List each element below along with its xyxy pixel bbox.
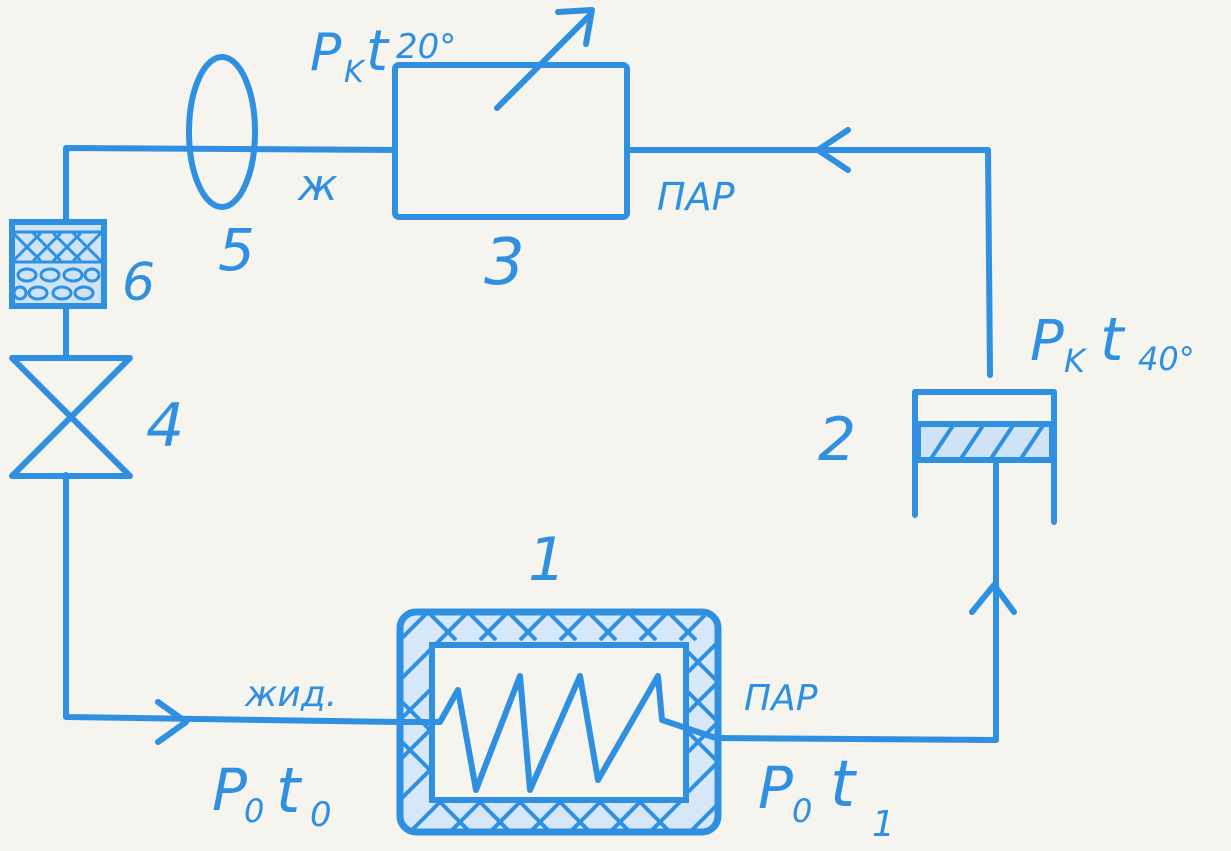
insulation-hatch [398,610,720,834]
compressor [912,389,1057,525]
state-compressor-outlet-temp: 40° [1138,340,1195,378]
evaporator [396,608,722,836]
state-evaporator-outlet-p-sub: 0 [792,792,812,830]
number-condenser: 3 [484,226,525,300]
label-vapor-bottom: ПAP [744,678,818,719]
filter-pellets [12,267,101,301]
receiver-vessel [186,54,258,210]
heat-out-arrowhead [555,7,595,47]
filter-drier [9,219,107,309]
filter-mesh [10,230,106,264]
state-evaporator-inlet-t-sub: 0 [310,795,332,835]
state-evaporator-outlet-p: P [758,754,793,822]
pipe-bottom-right [713,457,999,743]
label-liquid-top: ж [297,160,338,211]
state-compressor-outlet-p: P [1030,309,1064,374]
number-filter-drier: 6 [122,253,155,313]
arrow-up-right [969,582,1017,615]
state-evaporator-inlet-p: P [212,756,247,824]
number-evaporator: 1 [528,525,566,595]
pipe-top-right [625,147,993,378]
number-compressor: 2 [818,405,856,475]
state-condenser-inlet-p-sub: K [344,55,366,90]
state-evaporator-inlet-p-sub: 0 [244,792,264,830]
heat-out-arrow [494,12,593,111]
label-vapor-top: ПAP [657,175,735,219]
labels: P K t 20° ж жид. ПAP ПAP 1 2 3 4 5 6 P K… [122,19,1195,845]
arrow-left-top [815,127,851,173]
state-compressor-outlet-t: t [1100,305,1126,375]
state-condenser-inlet-p: P [310,23,342,83]
state-evaporator-outlet-t-sub: 1 [872,804,895,845]
condenser-box [392,62,630,220]
piston-hatch [928,422,1046,462]
number-expansion-valve: 4 [146,391,184,461]
state-compressor-outlet-p-sub: K [1064,342,1088,380]
piping [63,127,1017,745]
pipe-left-down [63,472,403,725]
state-condenser-inlet-temp: 20° [396,27,456,67]
state-evaporator-outlet-t: t [830,748,858,822]
condenser [392,7,630,220]
arrow-right-bottom [155,699,189,745]
pipe-top-left [63,145,398,223]
evaporator-coil [397,673,719,793]
number-receiver: 5 [218,216,255,284]
label-liquid-bottom: жид. [244,674,337,715]
expansion-valve [9,355,133,479]
state-evaporator-inlet-t: t [276,754,303,827]
state-condenser-inlet-t: t [366,19,390,84]
